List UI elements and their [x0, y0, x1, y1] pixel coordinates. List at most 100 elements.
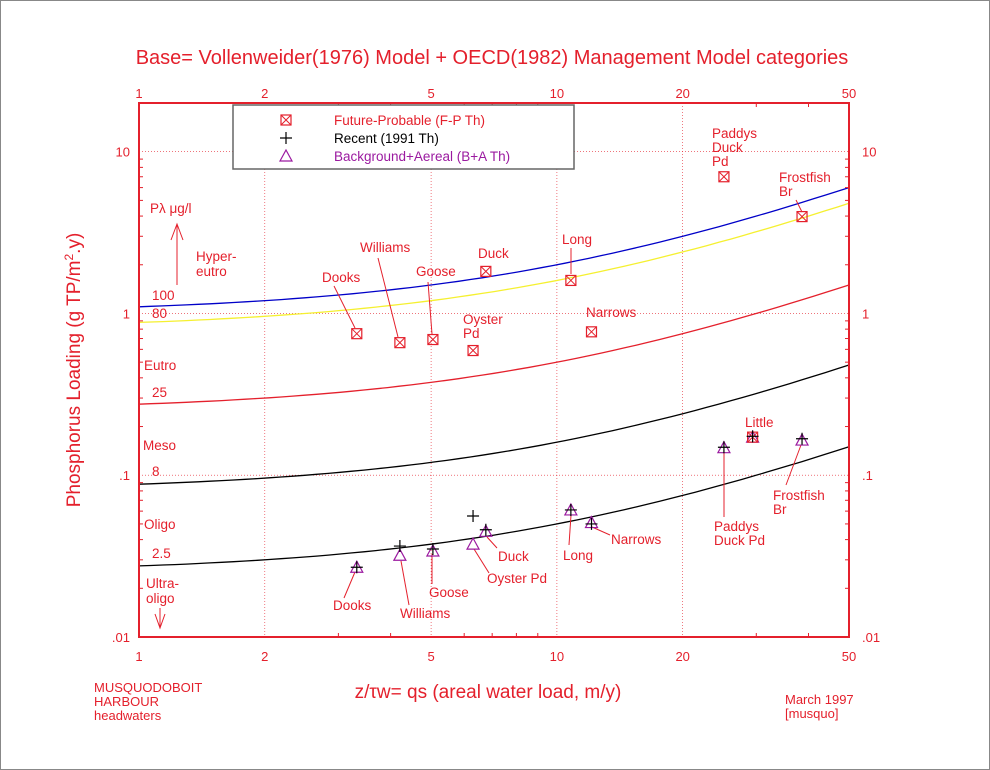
- x-tick-label-top: 5: [427, 86, 434, 101]
- marker-box: [427, 333, 439, 346]
- annotation-text: Duck: [478, 246, 509, 261]
- plus-marker-goose: [426, 542, 439, 555]
- annotation-text: Br: [773, 502, 787, 517]
- boxed-x-marker-oyster-pd: [467, 344, 479, 357]
- leader-line: [377, 257, 399, 338]
- annotation-text: Pd: [463, 326, 480, 341]
- trophic-label: Ultra-: [146, 576, 179, 591]
- triangle-marker-duck: [478, 524, 493, 537]
- x-axis-label: z/τw= qs (areal water load, m/y): [355, 682, 622, 703]
- y-tick-label: .01: [112, 630, 130, 645]
- trophic-label: Meso: [143, 438, 176, 453]
- trophic-label: Oligo: [144, 517, 176, 532]
- leader-line: [785, 444, 802, 486]
- p-units-label: Pλ μg/l: [150, 201, 192, 216]
- boxed-x-marker-dooks: [351, 328, 363, 340]
- model-curves: [138, 186, 850, 567]
- plus-marker-frostfish-br: [796, 432, 809, 445]
- leader-line: [486, 536, 498, 549]
- footer-location-1: MUSQUODOBOIT: [94, 680, 202, 695]
- marker-x: [351, 328, 363, 340]
- annotation-fp: Duck: [478, 246, 509, 261]
- curve-100: [138, 186, 850, 308]
- marker-box: [480, 265, 492, 277]
- annotation-text: Dooks: [322, 270, 361, 285]
- legend: Future-Probable (F-P Th)Recent (1991 Th)…: [232, 104, 575, 170]
- marker-box: [394, 337, 406, 349]
- marker-x: [586, 326, 597, 338]
- footer-location-2: HARBOUR: [94, 694, 159, 709]
- boxed-x-marker-duck: [480, 265, 492, 277]
- y-tick-label-right: .01: [862, 630, 880, 645]
- annotation-text: Narrows: [586, 305, 637, 320]
- marker-x: [467, 345, 479, 356]
- annotation-recent: Williams: [400, 560, 450, 621]
- trophic-label: eutro: [196, 264, 227, 279]
- annotation-text: Dooks: [333, 598, 372, 613]
- legend-boxed-x-icon: [280, 114, 292, 126]
- annotation-text: Paddys: [714, 519, 759, 534]
- legend-label: Background+Aereal (B+A Th): [334, 149, 510, 164]
- y-axis-label: Phosphorus Loading (g TP/m2.y): [62, 233, 85, 508]
- x-tick-label: 10: [550, 649, 564, 664]
- leader-line: [333, 285, 356, 329]
- annotation-text: Paddys: [712, 126, 757, 141]
- annotation-text: Duck: [712, 140, 743, 155]
- arrow-down-icon: [154, 608, 166, 630]
- trophic-labels: Pλ μg/lHyper-eutro10080Eutro25Meso8Oligo…: [143, 201, 237, 630]
- annotation-text: Little: [745, 415, 774, 430]
- curve-label: 25: [152, 385, 167, 400]
- marker-x: [565, 275, 577, 286]
- legend-label: Recent (1991 Th): [334, 131, 439, 146]
- trophic-label: oligo: [146, 591, 175, 606]
- plus-marker-paddys-duck-pd: [717, 441, 730, 454]
- annotation-text: Oyster: [463, 312, 503, 327]
- trophic-label: Eutro: [144, 358, 176, 373]
- curve-8: [138, 364, 850, 485]
- y-tick-label: 10: [116, 145, 130, 160]
- data-points: [349, 171, 810, 574]
- x-tick-label-top: 10: [550, 86, 564, 101]
- triangle-marker-frostfish-br: [795, 432, 810, 446]
- y-tick-label: 1: [123, 306, 130, 321]
- y-axis-label-sup: 2: [62, 254, 76, 261]
- x-tick-label-top: 20: [675, 86, 689, 101]
- marker-x: [427, 334, 439, 345]
- annotation-text: Duck Pd: [714, 533, 765, 548]
- legend-triangle-icon: [278, 148, 294, 162]
- grid: [139, 103, 849, 637]
- annotation-recent: Dooks: [333, 571, 372, 613]
- boxed-x-marker-goose: [427, 333, 439, 346]
- annotation-recent: Oyster Pd: [473, 548, 547, 586]
- annotation-text: Br: [779, 184, 793, 199]
- plus-marker-oyster-pd: [467, 509, 480, 522]
- boxed-x-marker-narrows: [585, 326, 598, 338]
- marker-box: [565, 274, 577, 287]
- annotation-recent: Long: [563, 514, 593, 563]
- marker-x: [394, 337, 406, 349]
- annotation-text: Goose: [416, 264, 456, 279]
- curve-25: [138, 284, 850, 405]
- curve-2.5: [138, 446, 850, 567]
- x-tick-label: 50: [842, 649, 856, 664]
- x-tick-label: 2: [261, 649, 268, 664]
- x-tick-label: 1: [135, 649, 142, 664]
- plus-marker-williams: [393, 540, 406, 553]
- marker-box: [718, 171, 730, 183]
- marker-x: [718, 171, 730, 183]
- marker-x: [480, 266, 492, 277]
- plus-marker-narrows: [585, 517, 598, 530]
- annotation-text: Long: [562, 232, 592, 247]
- footer-date: March 1997: [785, 692, 854, 707]
- boxed-x-marker-williams: [394, 337, 406, 349]
- leader-line: [591, 526, 611, 536]
- annotation-text: Oyster Pd: [487, 571, 547, 586]
- x-tick-label: 20: [675, 649, 689, 664]
- annotation-text: Narrows: [611, 532, 662, 547]
- marker-box: [585, 326, 598, 338]
- x-tick-label-top: 1: [135, 86, 142, 101]
